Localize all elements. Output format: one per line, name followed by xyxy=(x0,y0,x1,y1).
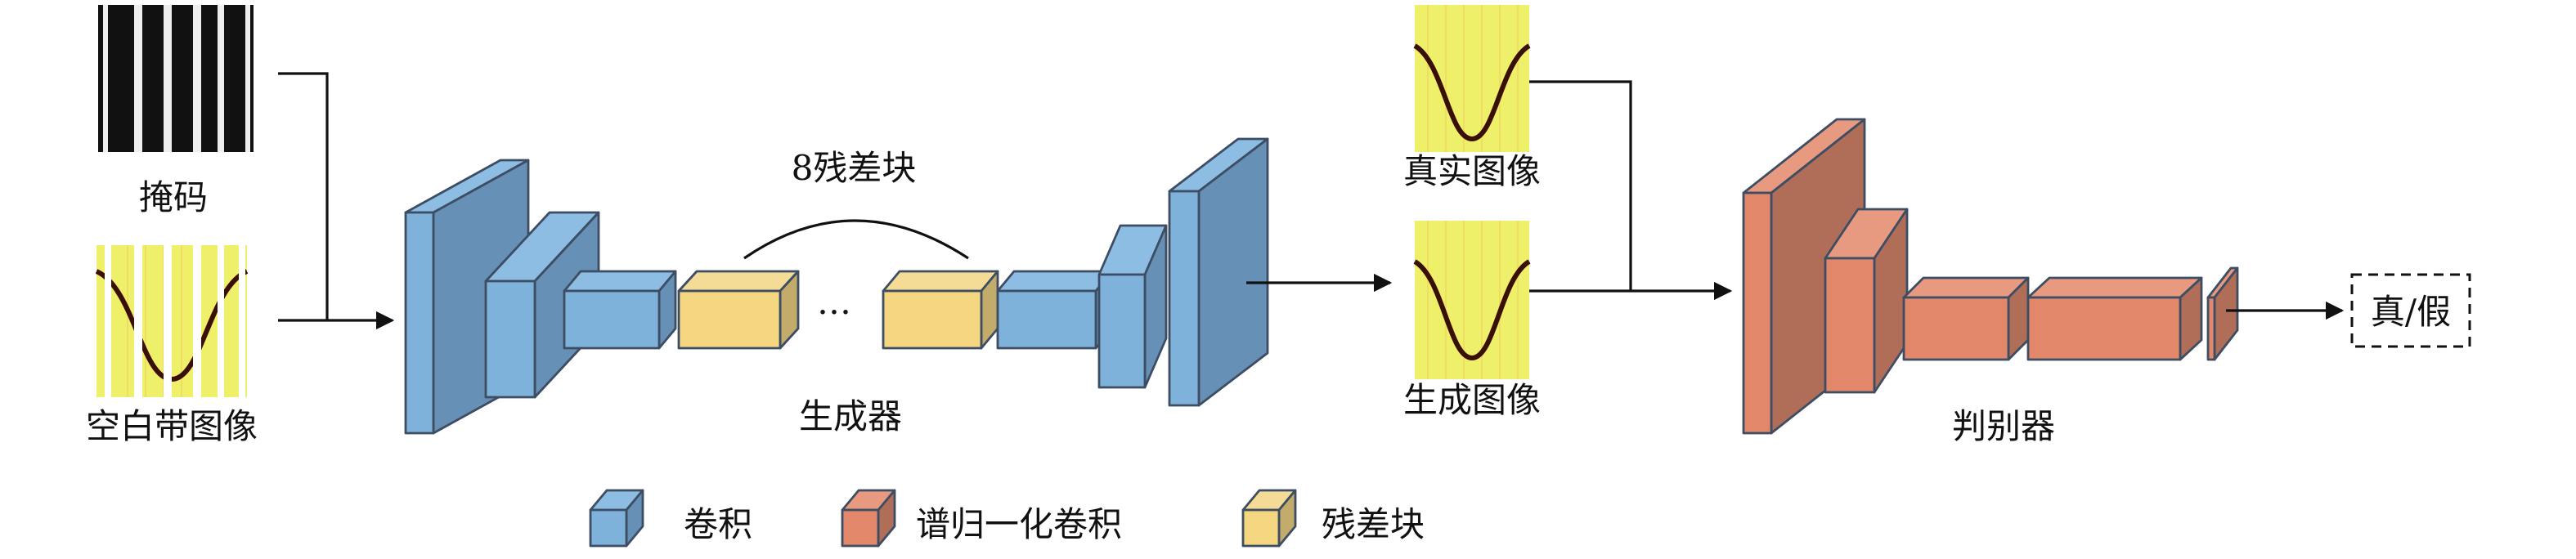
output-box xyxy=(2350,273,2471,348)
disc-sn-conv-4-top-face xyxy=(2026,276,2203,299)
disc-sn-conv-5-front-face xyxy=(2206,296,2216,361)
mask-stripe xyxy=(164,5,172,152)
blank-band-stripe xyxy=(193,245,201,397)
blank-band-stripe xyxy=(105,245,111,397)
discriminator-blocks xyxy=(1742,118,2239,435)
gen-conv-5 xyxy=(1097,224,1168,389)
generated-image xyxy=(1413,221,1531,379)
mask-stripe xyxy=(134,5,142,152)
gen-conv-6-front-face xyxy=(1168,190,1200,407)
mask-stripe xyxy=(193,5,201,152)
blank-band-stripe xyxy=(134,245,142,397)
legend-conv-icon xyxy=(589,489,644,548)
legend-sn-conv-icon xyxy=(841,489,896,548)
legend-residual-icon-front-face xyxy=(1241,508,1281,548)
disc-sn-conv-1 xyxy=(1742,118,1866,435)
blank-band-stripe xyxy=(239,245,245,397)
blank-band-label: 空白带图像 xyxy=(86,406,258,446)
image-background xyxy=(1415,5,1529,152)
mask-stripe xyxy=(245,5,250,152)
reflection-curve xyxy=(1413,259,1531,361)
real-connector xyxy=(1529,80,1632,291)
mask-background xyxy=(98,5,254,152)
gen-residual-1 xyxy=(677,270,800,350)
disc-sn-conv-5-side-face xyxy=(2213,266,2239,361)
blank-band-image xyxy=(95,245,249,397)
ellipsis: … xyxy=(817,282,851,322)
image-background xyxy=(1415,221,1529,379)
gen-conv-3 xyxy=(563,270,677,350)
residual-group-brace xyxy=(743,219,969,260)
legend-sn-conv-icon-front-face xyxy=(841,508,880,548)
real-image xyxy=(1413,5,1531,152)
mask-label: 掩码 xyxy=(139,177,208,217)
output-label: 真/假 xyxy=(2371,292,2451,332)
disc-sn-conv-5 xyxy=(2206,266,2239,361)
generator-blocks xyxy=(404,137,1269,435)
blank-band-stripe xyxy=(218,245,224,397)
legend-sn-conv-label: 谱归一化卷积 xyxy=(916,504,1122,544)
gen-conv-2 xyxy=(484,211,600,399)
gen-conv-4-top-face xyxy=(996,270,1114,293)
gen-residual-8-top-face xyxy=(882,270,999,293)
disc-sn-conv-3-front-face xyxy=(1902,296,2010,361)
reflection-curve xyxy=(1413,43,1531,142)
disc-sn-conv-1-front-face xyxy=(1742,191,1773,435)
gen-conv-3-top-face xyxy=(563,270,677,293)
mask-image xyxy=(98,5,254,152)
disc-sn-conv-3 xyxy=(1902,276,2030,361)
legend xyxy=(589,489,1297,548)
disc-sn-conv-4 xyxy=(2026,276,2203,361)
gen-conv-1-front-face xyxy=(404,211,435,435)
gen-residual-1-top-face xyxy=(677,270,800,293)
gen-conv-5-front-face xyxy=(1097,273,1147,389)
gen-conv-2-front-face xyxy=(484,280,536,399)
gen-conv-6 xyxy=(1168,137,1269,407)
disc-sn-conv-2 xyxy=(1824,208,1909,394)
disc-sn-conv-4-front-face xyxy=(2026,296,2182,361)
gen-conv-3-front-face xyxy=(563,289,661,350)
gen-residual-8 xyxy=(882,270,999,350)
legend-conv-icon-front-face xyxy=(589,508,628,548)
gen-conv-4 xyxy=(996,270,1114,350)
real-image-label: 真实图像 xyxy=(1403,151,1541,191)
mask-stripe xyxy=(218,5,224,152)
legend-conv-label: 卷积 xyxy=(684,504,752,544)
mask-stripe xyxy=(103,5,108,152)
gen-conv-4-front-face xyxy=(996,289,1097,350)
discriminator-label: 判别器 xyxy=(1952,406,2055,446)
generator-label: 生成器 xyxy=(799,396,902,436)
disc-sn-conv-3-top-face xyxy=(1902,276,2030,299)
residual-group-label: 8残差块 xyxy=(792,148,917,188)
legend-residual-label: 残差块 xyxy=(1322,504,1425,544)
blank-band-stripe xyxy=(164,245,172,397)
gen-residual-8-front-face xyxy=(882,289,983,350)
disc-sn-conv-2-front-face xyxy=(1824,257,1876,394)
gen-residual-1-front-face xyxy=(677,289,782,350)
mask-connector xyxy=(278,72,329,320)
generated-image-label: 生成图像 xyxy=(1403,380,1541,420)
legend-residual-icon xyxy=(1241,489,1297,548)
